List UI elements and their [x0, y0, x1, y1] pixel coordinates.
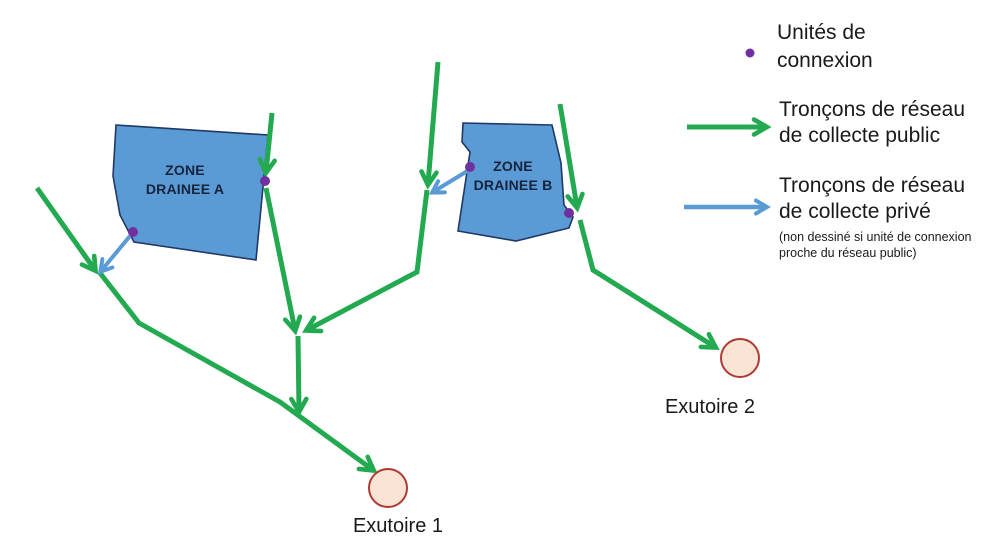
- legend-item-connection-units-label: Unités de connexion: [777, 21, 873, 72]
- zone-b-label: ZONE DRAINEE B: [473, 158, 553, 193]
- public-network-segment-5: [419, 61, 441, 190]
- outlet-2-label: Exutoire 2: [664, 396, 756, 418]
- legend-item-public-network-label: Tronçons de réseau de collecte public: [779, 98, 965, 147]
- private-network-segment-b: [428, 168, 471, 195]
- public-network-segment-8: [557, 103, 585, 213]
- public-network-segment-3: [257, 112, 277, 178]
- public-network-segment-7: [289, 335, 309, 417]
- public-network-segment-4: [263, 187, 303, 336]
- legend-private-network-note: (non dessiné si unité de connexion proch…: [779, 230, 972, 260]
- outlet-2-circle: [720, 338, 760, 378]
- public-network-segment-2: [98, 271, 378, 474]
- outlet-1-label: Exutoire 1: [352, 515, 444, 537]
- legend-item-private-network-label: Tronçons de réseau de collecte privé: [779, 174, 965, 223]
- outlet-1-circle: [368, 468, 408, 508]
- connection-unit-dot-2: [128, 227, 138, 237]
- public-network-segment-1: [34, 186, 99, 275]
- public-network-segment-6: [302, 189, 430, 334]
- private-network-segment-a: [97, 234, 132, 275]
- zone-b-shape: [457, 122, 574, 242]
- public-network-segment-9: [577, 219, 720, 350]
- connection-unit-dot-4: [564, 208, 574, 218]
- connection-unit-dot-1: [260, 176, 270, 186]
- connection-unit-dot-3: [465, 162, 475, 172]
- legend-connection-unit-dot: [745, 48, 755, 58]
- zone-a-label: ZONE DRAINEE A: [145, 162, 225, 197]
